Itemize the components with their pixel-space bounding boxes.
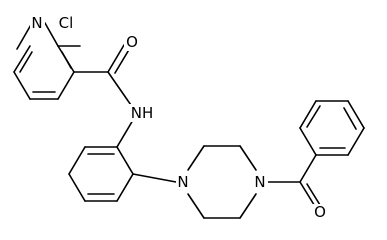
benzoyl-group (267, 100, 365, 209)
amide-group (73, 44, 134, 109)
piperazine-nitrogen-acyl-label: N (254, 173, 265, 191)
pyridine-ring (13, 22, 81, 100)
benzoyl-oxygen-label: O (314, 203, 326, 221)
amide-oxygen-label: O (126, 33, 138, 51)
pyridine-nitrogen-label: N (31, 14, 42, 32)
piperazine-nitrogen-aryl-label: N (177, 173, 188, 191)
central-benzene-ring (68, 119, 177, 202)
atom-labels: Cl N O NH N N O (30, 14, 328, 221)
piperazine-ring (187, 145, 257, 219)
chemical-structure-diagram: Cl N O NH N N O (13, 14, 365, 221)
amide-nh-label: NH (131, 104, 154, 122)
chlorine-atom-label: Cl (59, 14, 74, 32)
